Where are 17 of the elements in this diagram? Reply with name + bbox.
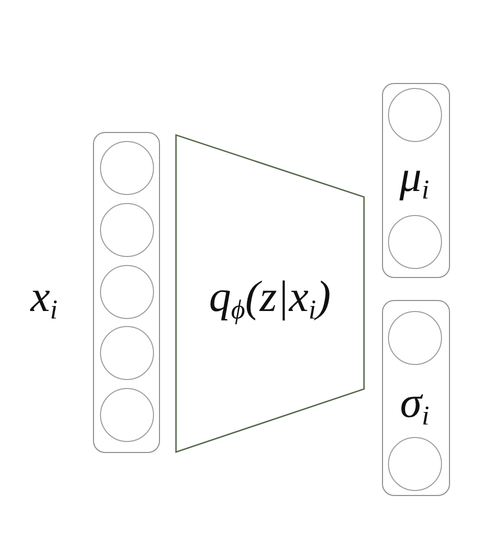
std-label: σ$_{i}$	[400, 377, 430, 430]
neuron-circle	[100, 140, 154, 194]
encoder-formula: q$_{ϕ}$(z|x$_{i}$)	[209, 270, 331, 324]
neuron-circle	[388, 310, 442, 364]
std-vector-box	[382, 300, 450, 496]
neuron-circle	[388, 88, 442, 142]
neuron-circle	[100, 202, 154, 256]
mean-label: μ$_{i}$	[400, 151, 430, 204]
neuron-circle	[100, 388, 154, 442]
mean-vector-box	[382, 83, 450, 278]
neuron-circle	[388, 214, 442, 268]
encoder-trapezoid	[175, 134, 366, 454]
neuron-circle	[388, 436, 442, 490]
input-vector-box	[93, 132, 160, 453]
neuron-circle	[100, 264, 154, 318]
input-variable-label: x$_{i}$	[30, 270, 58, 324]
neuron-circle	[100, 326, 154, 380]
